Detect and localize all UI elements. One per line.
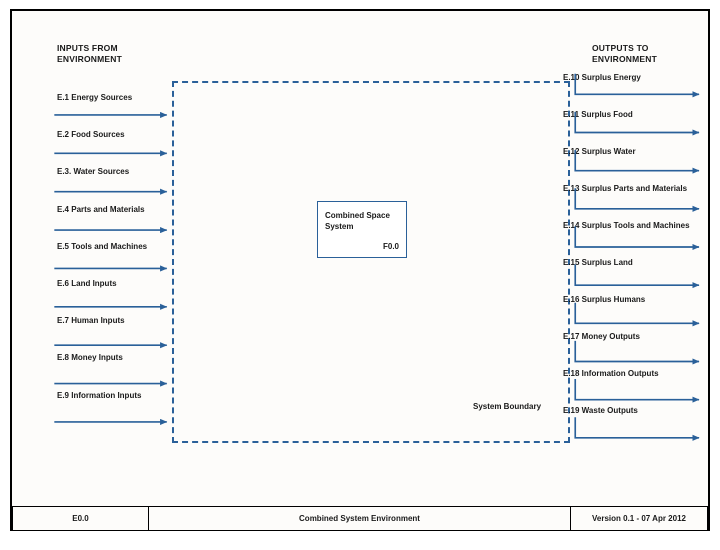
- output-flow-label-e-10: E.10 Surplus Energy: [563, 73, 641, 82]
- footer-diagram-title: Combined System Environment: [149, 507, 571, 530]
- footer-version-date: Version 0.1 - 07 Apr 2012: [592, 514, 686, 523]
- inputs-section-caption: INPUTS FROM ENVIRONMENT: [57, 43, 123, 64]
- footer-diagram-id: E0.0: [13, 507, 149, 530]
- output-arrow-e-16: [574, 302, 700, 327]
- output-flow-label-e-17: E.17 Money Outputs: [563, 332, 640, 341]
- input-flow-label-e-8: E.8 Money Inputs: [57, 353, 123, 363]
- output-flow-label-e-18: E.18 Information Outputs: [563, 369, 659, 378]
- input-flow-label-e-3: E.3. Water Sources: [57, 167, 130, 177]
- output-flow-label-e-14: E.14 Surplus Tools and Machines: [563, 221, 690, 230]
- input-flow-label-e-5: E.5 Tools and Machines: [57, 241, 148, 251]
- output-arrow-e-15: [574, 264, 700, 289]
- system-box-title: Combined Space System: [325, 211, 390, 231]
- drawing-frame: INPUTS FROM ENVIRONMENT OUTPUTS TO ENVIR…: [10, 9, 710, 531]
- output-arrow-e-17: [574, 340, 700, 365]
- input-flow-label-e-6: E.6 Land Inputs: [57, 279, 117, 288]
- system-box-code: F0.0: [382, 242, 399, 251]
- output-flow-label-e-13: E.13 Surplus Parts and Materials: [563, 184, 688, 193]
- system-boundary-dashed-rect: [172, 81, 570, 443]
- output-flow-label-e-12: E.12 Surplus Water: [563, 147, 636, 156]
- system-boundary-label: System Boundary: [473, 402, 542, 411]
- title-block-footer: E0.0 Combined System Environment Version…: [12, 506, 708, 531]
- input-flow-label-e-4: E.4 Parts and Materials: [57, 204, 145, 214]
- input-flow-label-e-1: E.1 Energy Sources: [57, 93, 133, 102]
- input-flow-label-e-7: E.7 Human Inputs: [57, 316, 125, 326]
- output-arrow-e-19: [574, 417, 700, 441]
- outputs-section-caption: OUTPUTS TO ENVIRONMENT: [592, 43, 658, 64]
- input-flow-label-e-9: E.9 Information Inputs: [57, 390, 142, 400]
- output-flow-label-e-19: E.19 Waste Outputs: [563, 406, 638, 415]
- combined-space-system-box[interactable]: Combined Space System F0.0: [317, 201, 407, 258]
- output-arrow-e-18: [574, 379, 700, 403]
- input-flow-label-e-2: E.2 Food Sources: [57, 130, 125, 140]
- output-flow-label-e-16: E.16 Surplus Humans: [563, 295, 646, 304]
- output-flow-label-e-11: E.11 Surplus Food: [563, 110, 633, 119]
- output-flow-label-e-15: E.15 Surplus Land: [563, 258, 633, 267]
